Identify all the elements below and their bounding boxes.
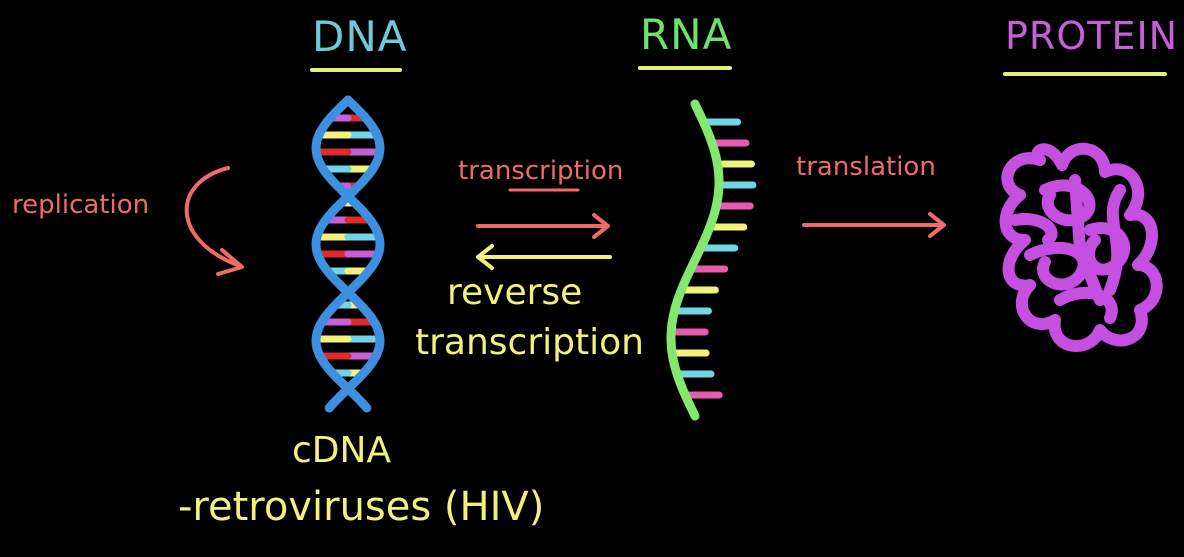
right-arrow-icon [804,214,944,236]
replication-label: replication [12,190,149,220]
cdna-label: cDNA [292,430,391,471]
protein-header: PROTEIN [1005,14,1178,58]
left-arrow-icon [478,246,610,268]
curved-arrow-icon [187,168,242,274]
dna-header: DNA [312,12,408,61]
rna-header: RNA [640,10,732,59]
dna-double-helix-icon [316,100,380,408]
reverse-label: reverse [447,272,582,313]
folded-protein-icon [1006,149,1157,346]
rna-strand-icon [671,104,753,416]
translation-label: translation [796,152,936,182]
transcription-label: transcription [458,156,623,186]
transcription-reverse-label: transcription [415,322,644,363]
retroviruses-label: -retroviruses (HIV) [178,484,544,530]
right-arrow-icon [478,215,608,237]
